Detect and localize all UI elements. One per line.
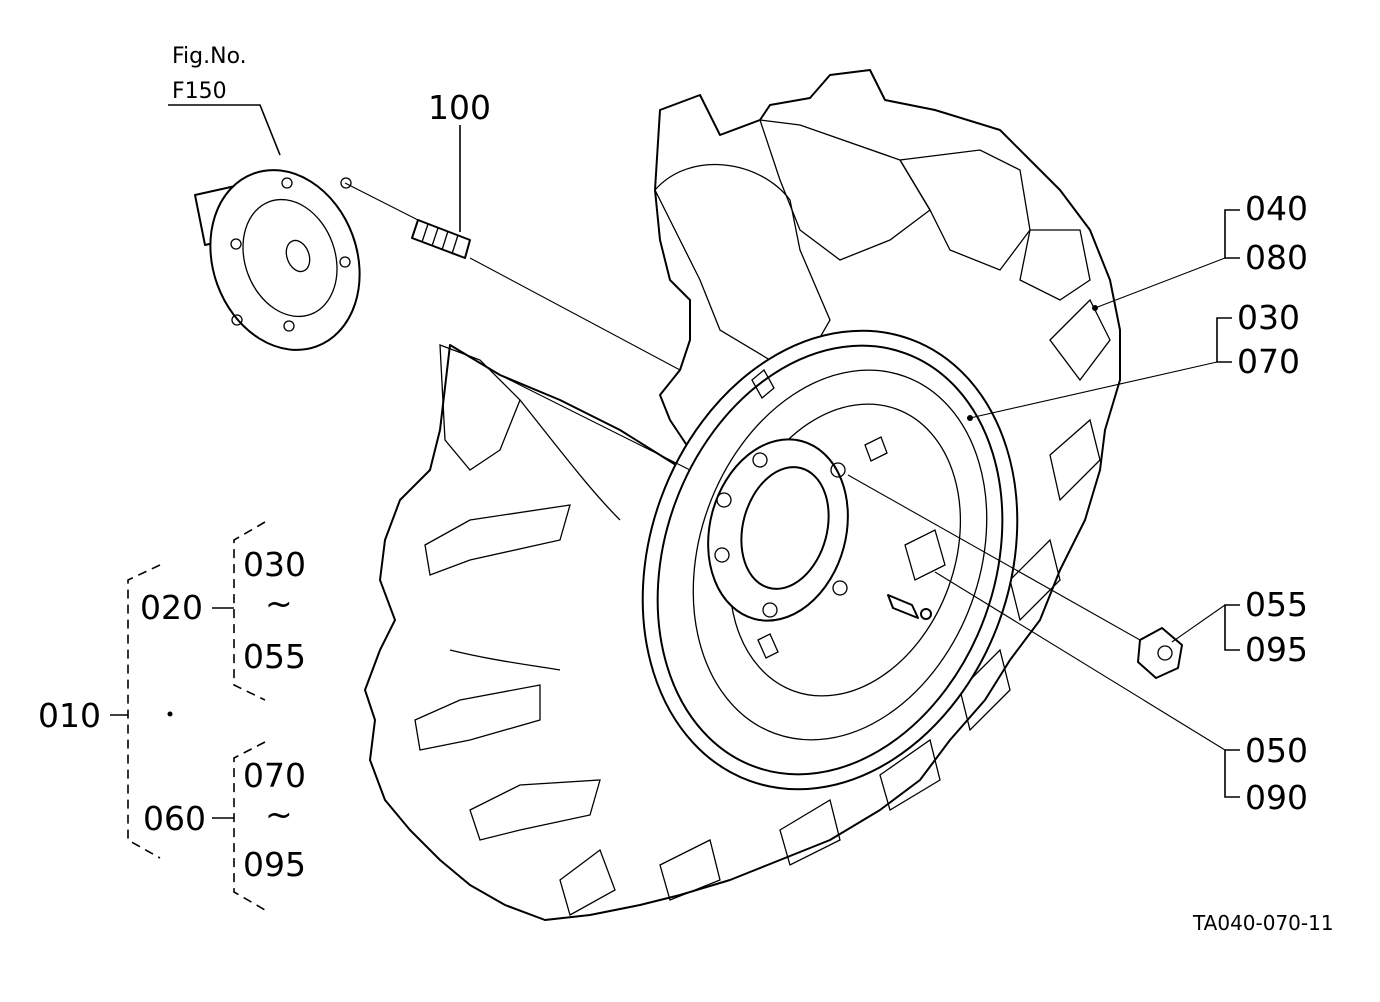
callout-040: 040 — [1245, 189, 1308, 228]
rim-slot — [757, 633, 779, 659]
tree-group-020-from: 030 — [243, 545, 306, 584]
callout-095: 095 — [1245, 630, 1308, 669]
tree-group-020: 020 — [140, 588, 203, 627]
tread-lug — [779, 798, 841, 866]
tread-lug — [439, 344, 521, 471]
callout-080: 080 — [1245, 238, 1308, 277]
tree-group-060-to: 095 — [243, 845, 306, 884]
fig-ref-line2: F150 — [172, 79, 227, 104]
leader-lines — [168, 104, 1240, 798]
rim-bolt-hole — [714, 547, 730, 563]
tread-lug — [898, 149, 1031, 271]
callout-050: 050 — [1245, 731, 1308, 770]
tread-lug — [1049, 298, 1111, 382]
hub-bolt-hole — [340, 177, 352, 189]
tree-group-060: 060 — [143, 799, 206, 838]
wheel-rim — [641, 329, 1019, 791]
hub-bolt-hole — [231, 314, 243, 326]
hex-nut — [1137, 627, 1183, 679]
rim-hub-bore — [740, 466, 830, 590]
tread-center-line — [449, 649, 561, 671]
assembly-tree — [110, 521, 266, 911]
tread-lug — [424, 504, 571, 576]
tree-group-020-tilde: ~ — [265, 584, 293, 623]
air-valve — [887, 594, 932, 620]
tread-lug — [659, 839, 721, 901]
callout-030: 030 — [1237, 298, 1300, 337]
callout-055: 055 — [1245, 585, 1308, 624]
callout-070: 070 — [1237, 342, 1300, 381]
tree-group-060-from: 070 — [243, 756, 306, 795]
tread-lug — [959, 648, 1011, 732]
tree-group-060-tilde: ~ — [265, 795, 293, 834]
tread-lug — [879, 738, 941, 811]
rim-label-plate — [904, 529, 946, 581]
stud-bolt — [411, 219, 471, 259]
hub-bolt-hole — [230, 238, 242, 250]
tree-group-020-to: 055 — [243, 637, 306, 676]
hub-bolt-hole — [339, 256, 351, 268]
hub-flange — [194, 169, 361, 351]
callout-100: 100 — [428, 88, 491, 127]
rim-bolt-hole — [716, 492, 732, 508]
hub-flange-inner — [242, 198, 338, 318]
rim-bolt-hole — [752, 452, 768, 468]
rim-ring-2 — [692, 369, 988, 741]
hub-bore — [285, 239, 311, 273]
tread-lug — [1009, 538, 1061, 622]
rim-slot — [864, 436, 888, 462]
rim-slot — [751, 368, 775, 400]
tread-center-line — [519, 399, 621, 521]
rim-ring-1 — [656, 344, 1004, 776]
rim-bolt-hole — [830, 462, 846, 478]
tread-lug — [469, 779, 601, 841]
drawing-code: TA040-070-11 — [1192, 911, 1334, 935]
tree-center-dot — [167, 711, 173, 717]
tread-lug — [414, 684, 541, 751]
tread-lug — [559, 848, 616, 916]
tree-root-010: 010 — [38, 696, 101, 735]
hub-bolt-hole — [283, 320, 295, 332]
tread-lug — [1019, 229, 1091, 301]
hub-bolt-hole — [281, 177, 293, 189]
fig-ref-line1: Fig.No. — [172, 44, 247, 69]
rim-bolt-hole — [832, 580, 848, 596]
leader-dot — [1092, 305, 1098, 311]
hub-flange-disc — [209, 169, 361, 351]
callout-090: 090 — [1245, 778, 1308, 817]
rim-bolt-hole — [762, 602, 778, 618]
tread-lug — [759, 119, 931, 261]
tread-lug — [1049, 418, 1101, 502]
